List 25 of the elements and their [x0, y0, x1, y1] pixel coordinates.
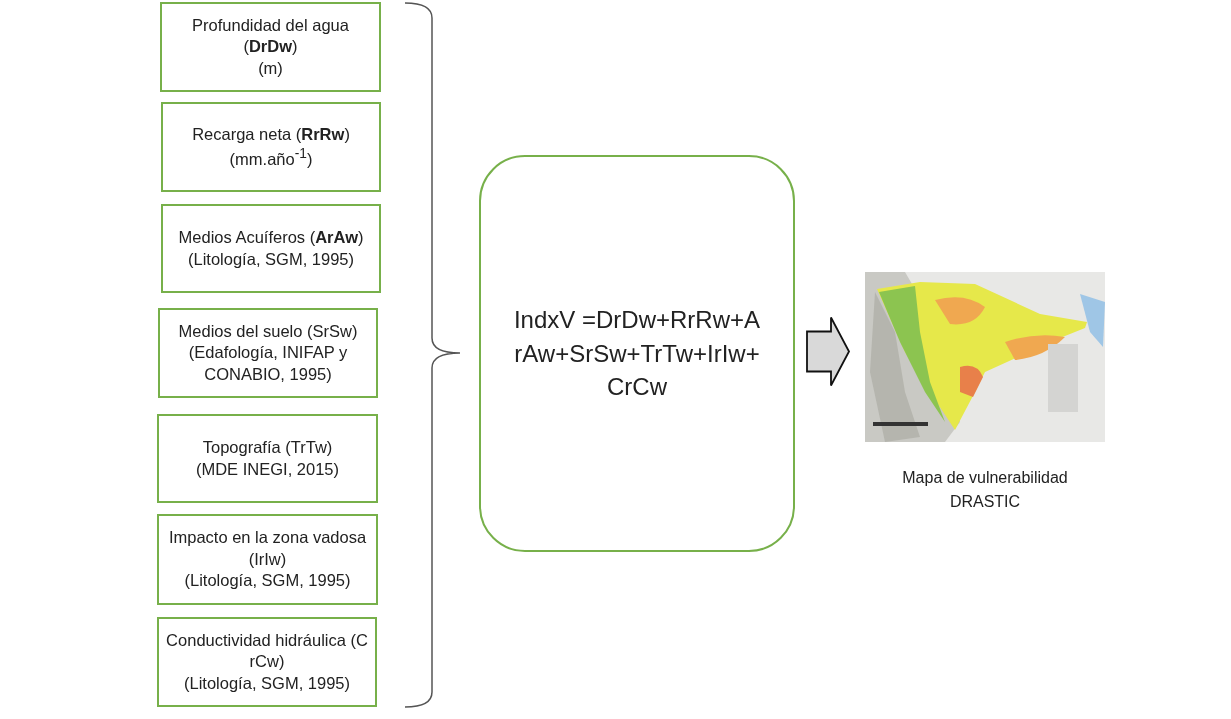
factor-text: Impacto en la zona vadosa (IrIw): [167, 527, 368, 570]
factor-text: (MDE INEGI, 2015): [195, 458, 339, 480]
factor-text: (Edafología, INIFAP y CONABIO, 1995): [187, 342, 349, 385]
factor-text: Topografía (TrTw): [202, 437, 333, 459]
factor-box: [157, 617, 377, 707]
factor-box: [157, 414, 378, 503]
factor-text: Conductividad hidráulica (C rCw): [165, 629, 369, 673]
factor-text: Profundidad del agua (DrDw): [191, 14, 350, 58]
factor-box: [157, 514, 378, 605]
factor-box: [161, 102, 381, 192]
factor-text: (Litología, SGM, 1995): [184, 672, 350, 694]
factor-text: (Litología, SGM, 1995): [184, 570, 351, 592]
block-arrow: [806, 316, 850, 387]
factor-text: (m): [258, 57, 283, 79]
factor-box: [161, 204, 381, 293]
factor-text: (Litología, SGM, 1995): [188, 248, 354, 270]
factor-box: [158, 308, 378, 398]
factor-text: (mm.año$^{-1}$): [229, 145, 313, 170]
factor-text: Recarga neta (RrRw): [192, 123, 350, 145]
formula-box: [479, 155, 795, 552]
factor-text: Medios del suelo (SrSw): [178, 320, 358, 342]
factor-text: Medios Acuíferos (ArAw): [178, 227, 364, 249]
map-caption: Mapa de vulnerabilidad DRASTIC: [901, 468, 1069, 512]
factor-box: [160, 2, 381, 92]
formula-text: IndxV =DrDw+RrRw+ArAw+SrSw+TrTw+IrIw+CrCw: [512, 305, 762, 403]
